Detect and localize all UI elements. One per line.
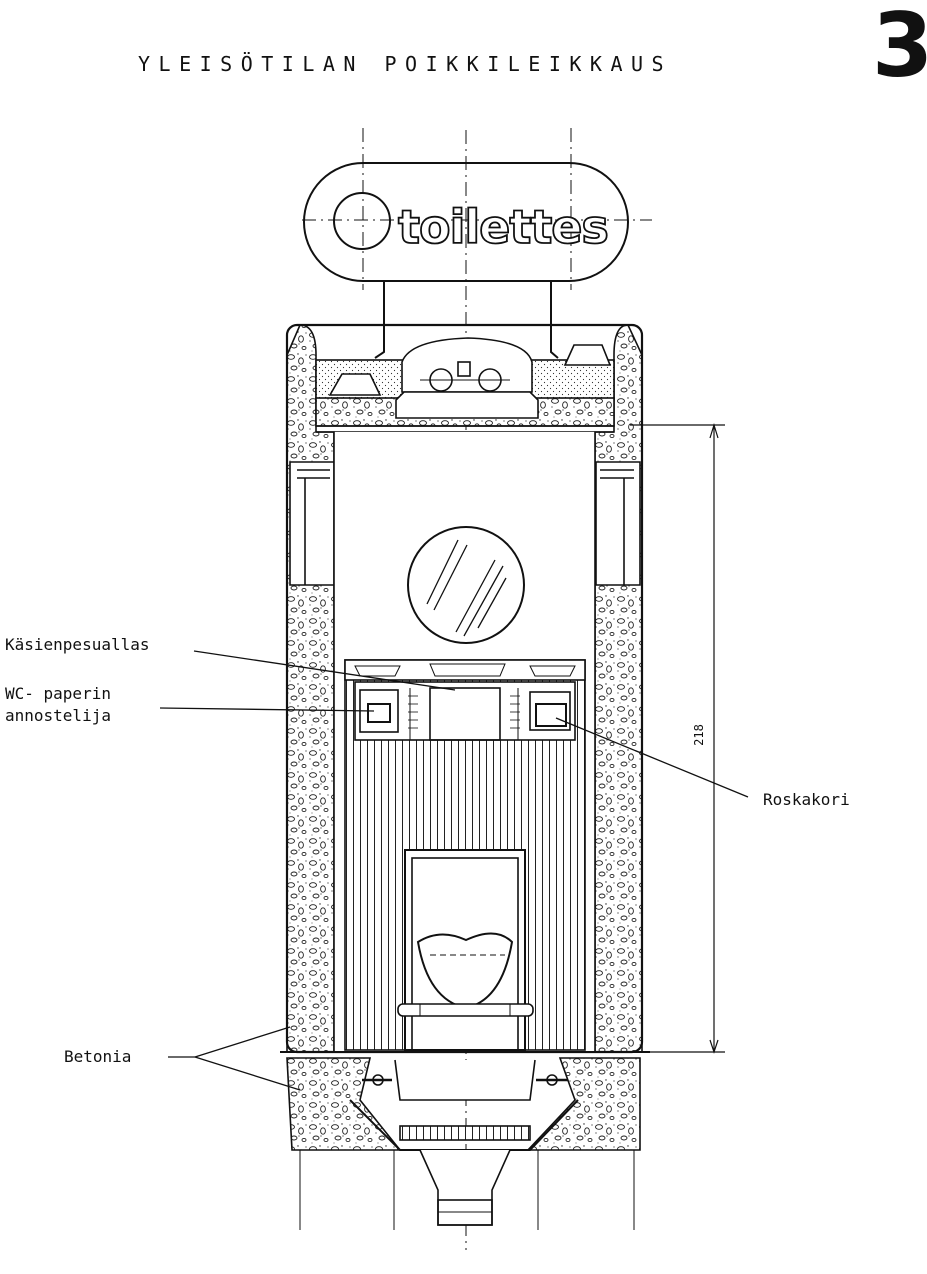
dimension-value: 218 [692,724,706,746]
roof-section [315,337,615,433]
label-waste-bin: Roskakori [763,790,850,809]
leader-lines [159,650,749,1091]
dimension-line [630,422,725,1054]
label-washbasin: Käsienpesuallas [5,635,150,654]
page-title: YLEISÖTILAN POIKKILEIKKAUS [138,52,673,76]
wash-unit [344,659,586,1051]
label-concrete: Betonia [64,1047,132,1066]
toilettes-sign: toilettes [303,162,629,282]
label-paper-dispenser-line1: WC- paperin [5,684,111,703]
round-window [407,526,525,644]
foundation [286,1057,641,1230]
sign-text: toilettes [398,200,608,254]
page-number: 3 [872,0,927,97]
label-paper-dispenser-line2: annostelija [5,706,111,725]
concrete-walls [285,323,644,1054]
toilet-recess [397,849,534,1051]
